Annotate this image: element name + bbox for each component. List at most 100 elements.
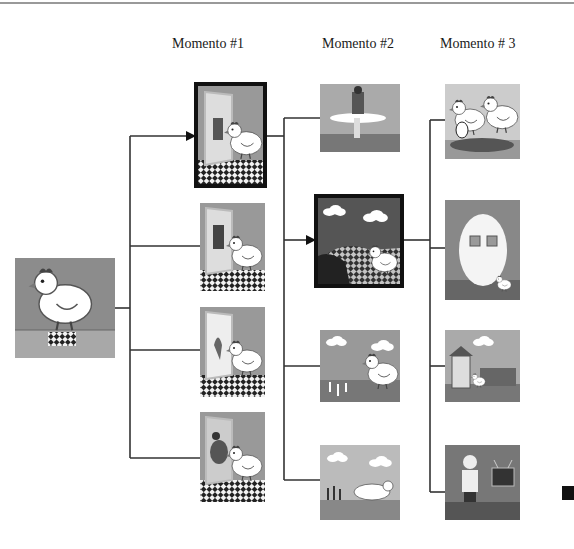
illustration-part xyxy=(367,245,398,275)
illustration-part xyxy=(130,457,200,459)
illustration-part xyxy=(492,468,514,486)
illustration-part xyxy=(445,445,520,520)
mirror-frame-selected xyxy=(194,82,267,188)
illustration-part xyxy=(354,86,362,94)
illustration-part xyxy=(226,341,262,376)
illustration-part xyxy=(15,330,115,331)
mirror-frame xyxy=(200,412,265,502)
illustration-part xyxy=(210,440,228,464)
illustration-part xyxy=(480,368,516,386)
table-scene xyxy=(320,84,400,152)
illustration-part xyxy=(352,92,364,114)
illustration-part xyxy=(430,365,445,367)
top-rule xyxy=(0,2,574,4)
illustration-part xyxy=(462,470,478,492)
illustration-part xyxy=(206,417,232,484)
illustration-part xyxy=(130,349,200,351)
column-heading: Momento # 3 xyxy=(440,36,515,52)
illustration-part xyxy=(200,203,265,291)
illustration-part xyxy=(206,208,232,274)
illustration-part xyxy=(327,452,348,462)
farm-scene xyxy=(445,330,520,402)
illustration-part xyxy=(198,86,263,184)
mirror-frame xyxy=(200,203,265,291)
egg-house-scene xyxy=(445,200,520,300)
illustration-part xyxy=(354,118,360,138)
illustration-part xyxy=(214,338,222,361)
illustration-part xyxy=(470,236,480,246)
illustration-part xyxy=(450,138,514,152)
illustration-part xyxy=(224,122,262,159)
illustration-part xyxy=(404,239,430,241)
illustration-part xyxy=(318,246,400,284)
column-heading: Momento #2 xyxy=(322,36,394,52)
start-frame xyxy=(15,258,115,358)
illustration-part xyxy=(320,500,400,520)
illustration-part xyxy=(318,198,400,284)
illustration-part xyxy=(494,460,512,468)
illustration-part xyxy=(449,346,473,356)
illustration-part xyxy=(320,330,400,402)
illustration-part xyxy=(429,120,431,492)
garden-scene xyxy=(320,330,400,402)
illustration-part xyxy=(213,118,223,140)
illustration-part xyxy=(463,455,477,469)
tv-scene xyxy=(445,445,520,520)
illustration-part xyxy=(456,122,468,138)
illustration-part xyxy=(318,254,350,284)
illustration-part xyxy=(459,214,507,286)
illustration-part xyxy=(320,84,400,152)
illustration-part xyxy=(115,307,130,309)
illustration-part xyxy=(130,245,200,247)
illustration-part xyxy=(323,205,346,216)
illustration-part xyxy=(200,307,265,397)
illustration-part xyxy=(29,269,92,331)
illustration-part xyxy=(464,492,476,502)
illustration-part xyxy=(200,412,265,502)
column-heading: Momento #1 xyxy=(172,36,244,52)
illustration-part xyxy=(48,332,76,346)
edge-marker xyxy=(562,486,574,500)
nest-scene xyxy=(445,84,520,159)
illustration-part xyxy=(226,446,262,481)
illustration-part xyxy=(326,336,347,346)
illustration-part xyxy=(362,354,398,389)
illustration-part xyxy=(452,356,470,388)
illustration-part xyxy=(226,236,262,271)
illustration-part xyxy=(320,445,400,520)
illustration-part xyxy=(430,247,445,249)
illustration-part xyxy=(15,330,115,358)
illustration-part xyxy=(130,135,188,137)
illustration-part xyxy=(328,486,340,500)
illustration-part xyxy=(487,236,497,246)
illustration-part xyxy=(284,365,320,367)
connector-lines xyxy=(115,118,445,492)
illustration-part xyxy=(363,210,388,222)
field-scene-selected xyxy=(314,194,404,288)
illustration-part xyxy=(445,84,520,159)
lying-scene xyxy=(320,445,400,520)
illustration-part xyxy=(212,432,220,440)
illustration-part xyxy=(369,456,392,467)
illustration-part xyxy=(383,481,393,491)
illustration-part xyxy=(445,502,520,520)
illustration-part xyxy=(267,135,284,137)
illustration-part xyxy=(284,117,320,119)
illustration-part xyxy=(473,336,494,346)
illustration-part xyxy=(213,225,224,249)
illustration-part xyxy=(283,118,285,480)
illustration-part xyxy=(471,373,485,387)
illustration-part xyxy=(445,330,520,402)
illustration-part xyxy=(314,194,404,288)
illustration-part xyxy=(284,479,320,481)
illustration-part xyxy=(15,258,115,358)
illustration-part xyxy=(194,82,267,188)
mirror-frame xyxy=(200,307,265,397)
illustration-part xyxy=(430,119,445,121)
illustration-part xyxy=(480,96,518,133)
illustration-part xyxy=(430,491,445,493)
illustration-part xyxy=(371,340,394,351)
illustration-part xyxy=(495,276,511,292)
illustration-part xyxy=(129,136,131,458)
